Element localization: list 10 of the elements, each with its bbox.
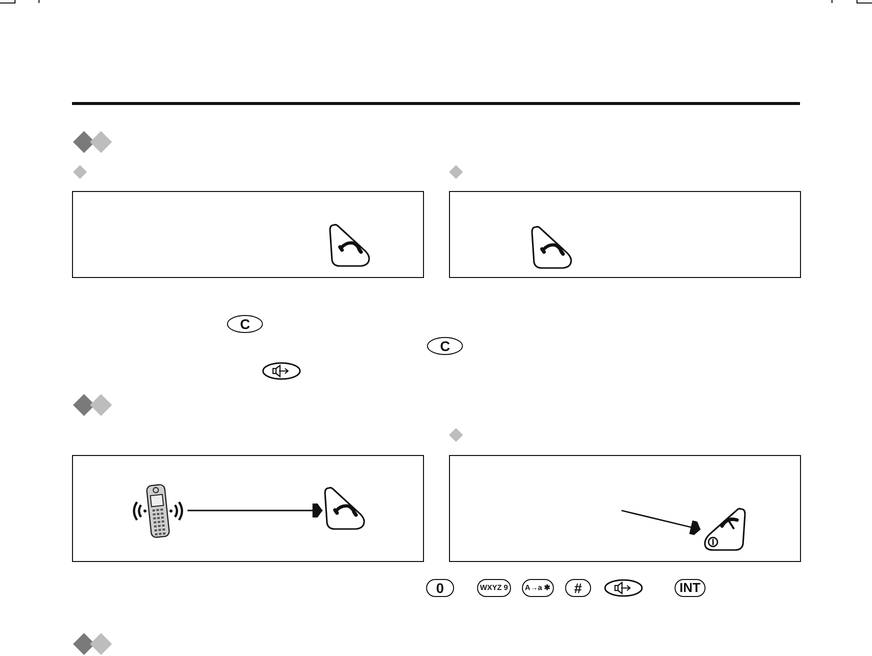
- instruction-box: [72, 455, 424, 562]
- handset-key-icon: [322, 486, 366, 530]
- keypad-key: C: [426, 337, 464, 355]
- keypad-key: C: [226, 315, 264, 333]
- keypad-key: #: [565, 579, 591, 597]
- keypad-key: 0: [426, 579, 454, 597]
- instruction-box: [449, 191, 801, 278]
- instruction-box: [72, 191, 424, 278]
- keypad-key: INT: [674, 579, 706, 597]
- instruction-box: [449, 455, 801, 562]
